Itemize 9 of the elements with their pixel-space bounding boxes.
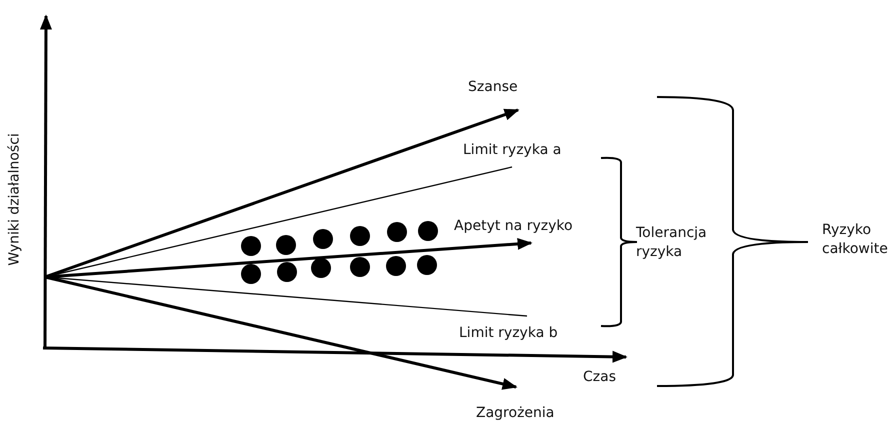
line-label: Zagrożenia xyxy=(476,404,554,423)
brace-label: Ryzyko całkowite xyxy=(822,221,889,259)
line-label: Limit ryzyka a xyxy=(463,141,562,160)
line-label: Limit ryzyka b xyxy=(459,324,558,343)
axis-label: Czas xyxy=(583,368,616,387)
line-label: Apetyt na ryzyko xyxy=(454,217,573,236)
axis-label: Wyniki działalności xyxy=(6,132,24,268)
line-label: Szanse xyxy=(468,78,518,97)
bracket-label: Tolerancja ryzyka xyxy=(636,224,708,262)
